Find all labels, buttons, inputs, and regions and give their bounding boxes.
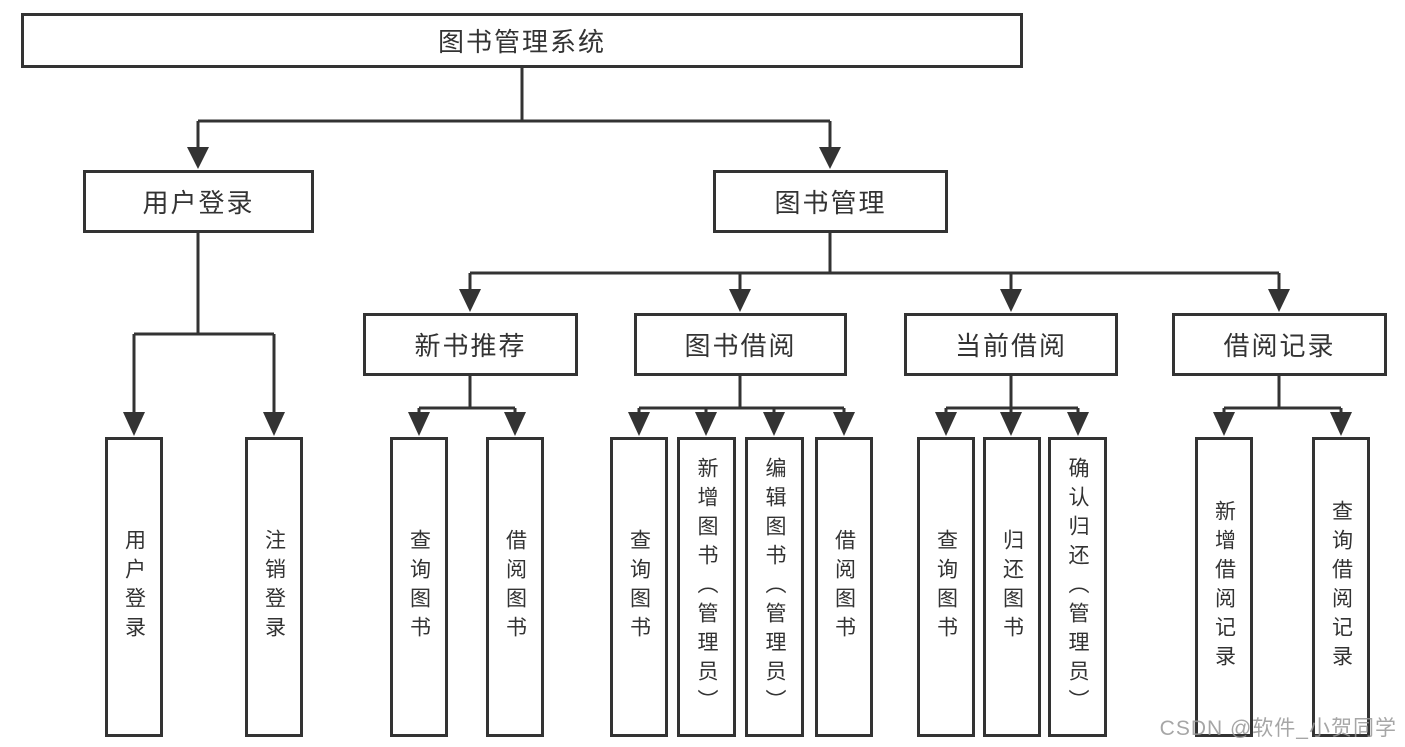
leaf-add-books-admin: 新增图书（管理员） (677, 437, 736, 737)
arrowhead (459, 289, 481, 312)
leaf-label: 查询图书 (627, 529, 651, 645)
arrowhead (1330, 412, 1352, 436)
node-user-login: 用户登录 (83, 170, 314, 233)
arrowhead (935, 412, 957, 436)
node-borrowing-records: 借阅记录 (1172, 313, 1387, 376)
arrowhead (123, 412, 145, 436)
leaf-user-login: 用户登录 (105, 437, 163, 737)
arrowhead (628, 412, 650, 436)
leaf-query-books-current: 查询图书 (917, 437, 975, 737)
arrowhead (1000, 289, 1022, 312)
node-root-system: 图书管理系统 (21, 13, 1023, 68)
arrowhead (819, 147, 841, 169)
arrowhead (1067, 412, 1089, 436)
node-book-management: 图书管理 (713, 170, 948, 233)
arrowhead (1268, 289, 1290, 312)
arrowhead (1213, 412, 1235, 436)
arrowhead (763, 412, 785, 436)
arrowhead (408, 412, 430, 436)
leaf-query-books-borrowing: 查询图书 (610, 437, 668, 737)
leaf-label: 新增图书（管理员） (695, 456, 718, 718)
leaf-query-borrow-record: 查询借阅记录 (1312, 437, 1370, 737)
node-new-book-recommend: 新书推荐 (363, 313, 578, 376)
connector-borrowing-leaves (637, 374, 846, 413)
leaf-borrow-books: 借阅图书 (815, 437, 873, 737)
arrowhead (263, 412, 285, 436)
leaf-label: 编辑图书（管理员） (763, 456, 786, 718)
leaf-label: 确认归还（管理员） (1066, 456, 1089, 718)
connector-current-leaves (944, 374, 1080, 413)
leaf-add-borrow-record: 新增借阅记录 (1195, 437, 1253, 737)
arrowhead (187, 147, 209, 169)
leaf-return-books: 归还图书 (983, 437, 1041, 737)
leaf-edit-books-admin: 编辑图书（管理员） (745, 437, 804, 737)
leaf-label: 用户登录 (122, 529, 146, 645)
leaf-label: 查询借阅记录 (1329, 500, 1353, 674)
node-book-borrowing: 图书借阅 (634, 313, 847, 376)
connector-newbook-leaves (417, 374, 517, 413)
leaf-label: 借阅图书 (503, 529, 527, 645)
arrowhead (504, 412, 526, 436)
leaf-label: 查询图书 (407, 529, 431, 645)
connector-records-leaves (1222, 374, 1343, 413)
csdn-watermark: CSDN @软件_小贺同学 (1159, 717, 1397, 740)
leaf-label: 新增借阅记录 (1212, 500, 1236, 674)
connector-userlogin-leaves (132, 231, 276, 413)
leaf-label: 借阅图书 (832, 529, 856, 645)
node-current-borrowing: 当前借阅 (904, 313, 1118, 376)
arrowhead (695, 412, 717, 436)
arrowhead (729, 289, 751, 312)
leaf-logout-login: 注销登录 (245, 437, 303, 737)
connector-bookmgmt-level3 (468, 231, 1281, 290)
leaf-label: 查询图书 (934, 529, 958, 645)
arrowhead (833, 412, 855, 436)
leaf-label: 注销登录 (262, 529, 286, 645)
connector-root-level2 (196, 66, 832, 147)
arrowhead (1000, 412, 1022, 436)
leaf-borrow-books-recommend: 借阅图书 (486, 437, 544, 737)
leaf-query-books-recommend: 查询图书 (390, 437, 448, 737)
leaf-label: 归还图书 (1000, 529, 1024, 645)
leaf-confirm-return-admin: 确认归还（管理员） (1048, 437, 1107, 737)
